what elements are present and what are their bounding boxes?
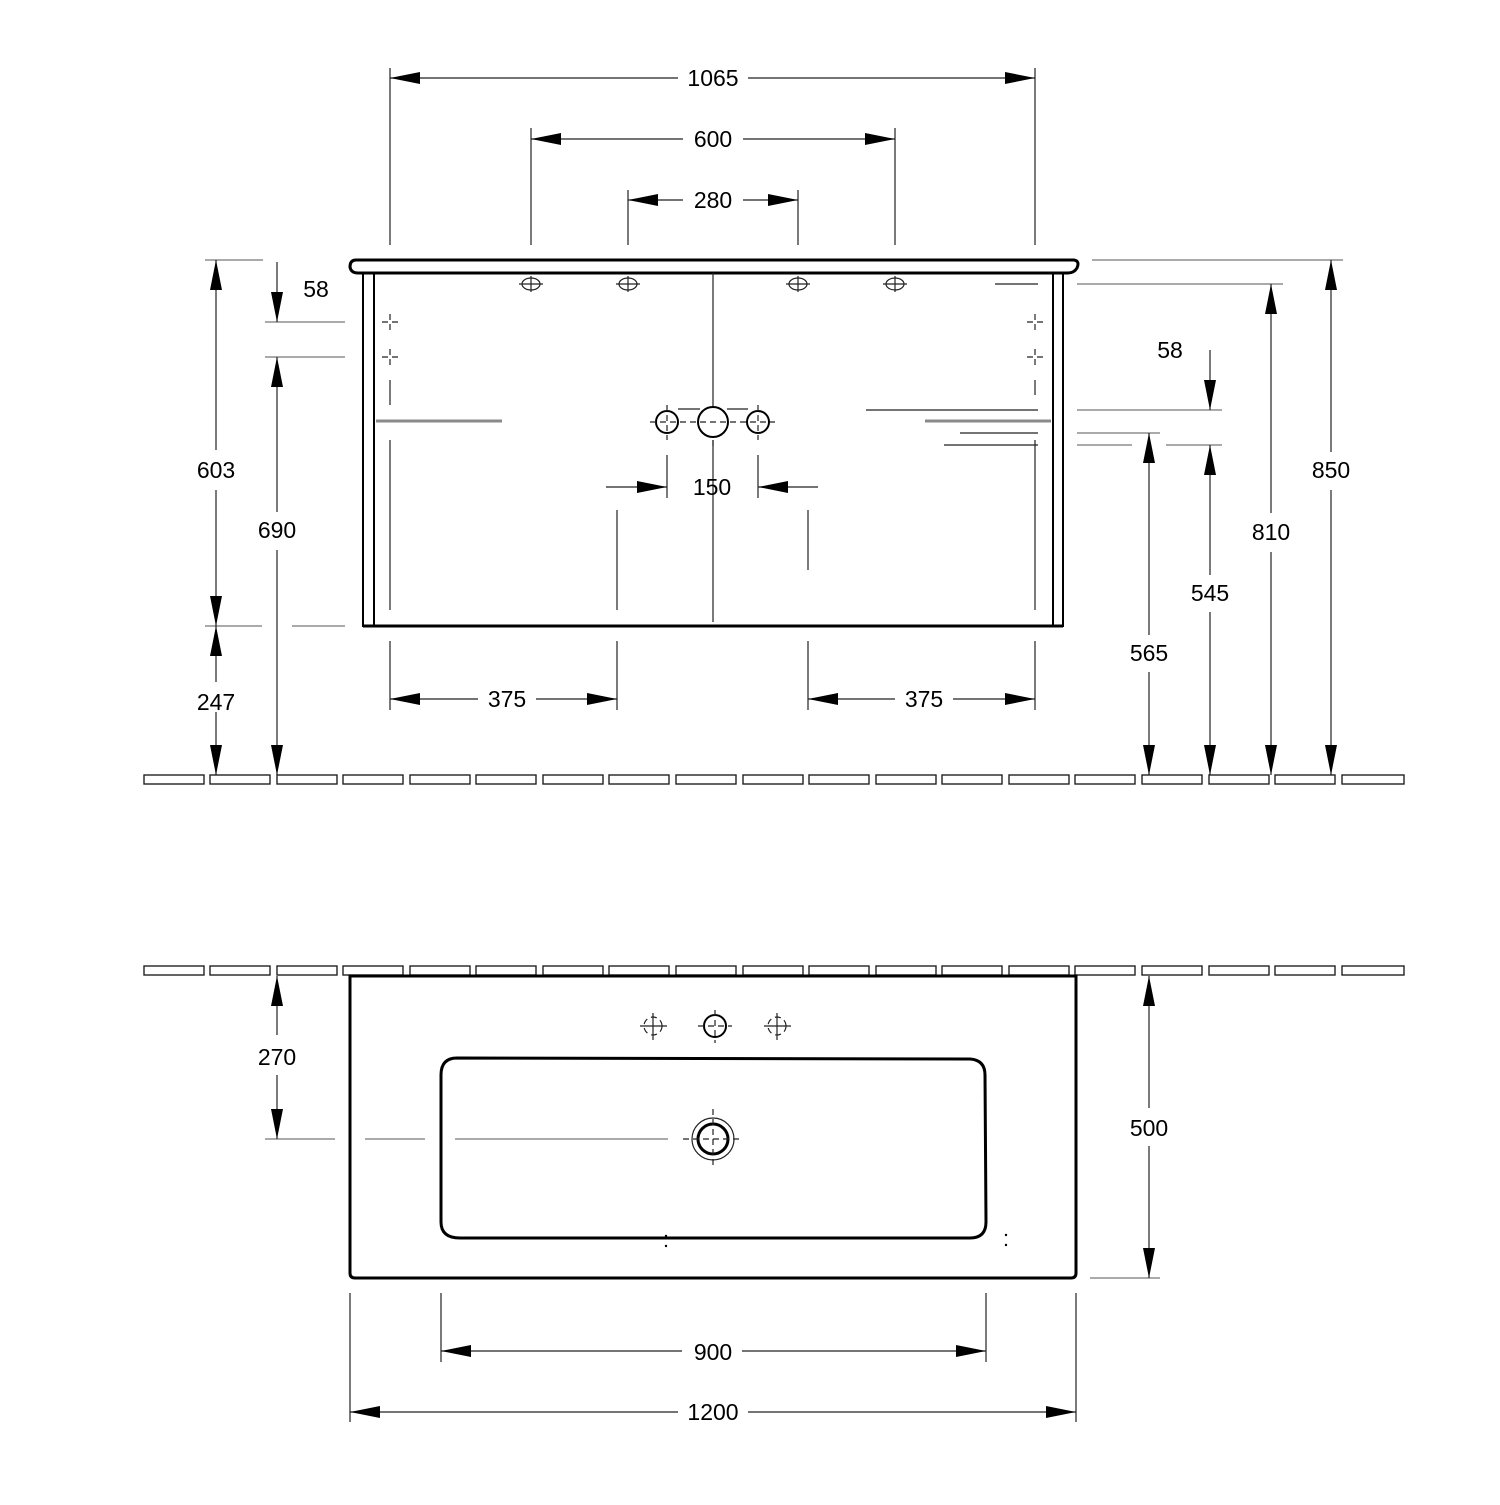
dim-565: [1077, 432, 1160, 775]
dim-label-270: 270: [258, 1044, 296, 1070]
top-tap-holes: [640, 1010, 791, 1043]
dim-900: [440, 1293, 987, 1362]
dim-label-280: 280: [694, 187, 732, 213]
dim-label-900: 900: [694, 1339, 732, 1365]
dim-270: [265, 976, 335, 1140]
dim-545: [1204, 445, 1216, 775]
dim-150: [606, 455, 818, 498]
dim-label-1200: 1200: [687, 1399, 738, 1425]
dim-850: [1092, 259, 1343, 775]
dim-label-58-right: 58: [1157, 337, 1183, 363]
fixing-points: [382, 314, 1043, 610]
dim-1065: [389, 68, 1036, 245]
dim-label-375-right: 375: [905, 686, 943, 712]
basin-outline: [348, 974, 1078, 1280]
front-view: [348, 258, 1080, 628]
dim-600: [530, 128, 896, 245]
dim-label-603: 603: [197, 457, 235, 483]
dim-label-690: 690: [258, 517, 296, 543]
floor-line-front: [143, 774, 1405, 785]
wall-line-top: [143, 965, 1405, 976]
dim-375-right: [807, 641, 1036, 710]
tap-holes: [650, 405, 775, 448]
bowl-outline: [439, 1056, 988, 1240]
countertop: [348, 258, 1080, 275]
dim-810: [1077, 283, 1283, 775]
dim-1200: [349, 1293, 1077, 1422]
dim-label-810: 810: [1252, 519, 1290, 545]
dim-label-375-left: 375: [488, 686, 526, 712]
dim-label-500: 500: [1130, 1115, 1168, 1141]
dim-label-58-left: 58: [303, 276, 329, 302]
dim-280: [627, 190, 799, 245]
dim-label-565: 565: [1130, 640, 1168, 666]
dim-label-1065: 1065: [687, 65, 738, 91]
dim-label-150: 150: [693, 474, 731, 500]
dim-label-600: 600: [694, 126, 732, 152]
svg-text:000: 000: [197, 457, 235, 483]
dim-500: [1090, 976, 1160, 1279]
dim-label-247: 247: [197, 689, 235, 715]
dim-label-545: 545: [1191, 580, 1229, 606]
waste-outlet: [683, 1109, 743, 1168]
dim-label-850: 850: [1312, 457, 1350, 483]
top-view: [348, 974, 1078, 1280]
dim-58-right: [1077, 350, 1222, 446]
dim-58-left: [265, 262, 345, 358]
dim-690: [271, 357, 283, 775]
dim-375-left: [389, 641, 618, 710]
mounting-holes-top: [519, 276, 907, 292]
dim-603-247: [205, 259, 345, 775]
